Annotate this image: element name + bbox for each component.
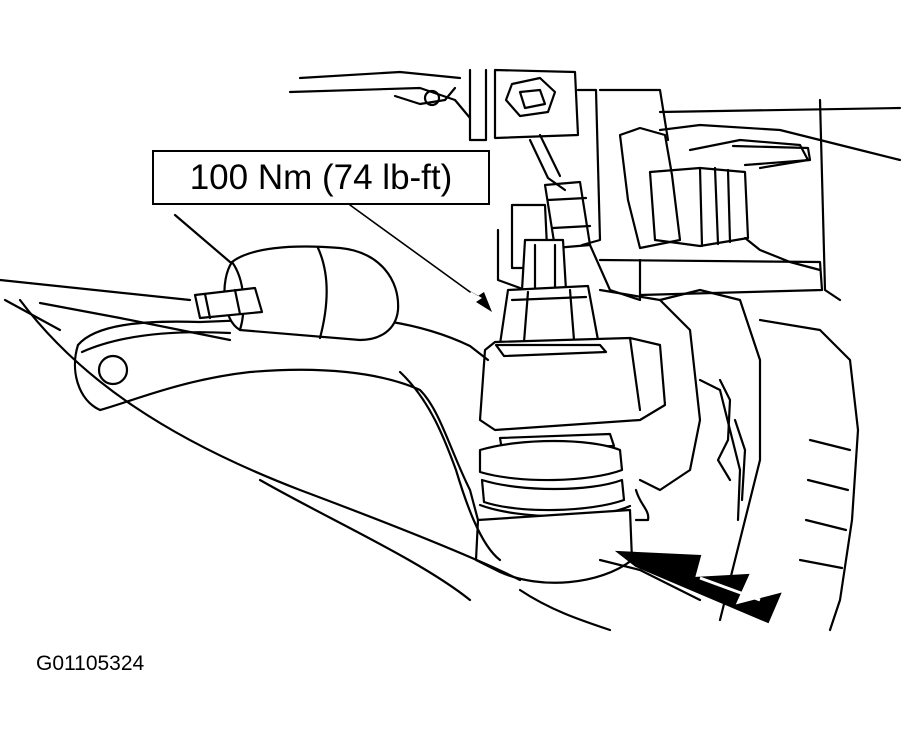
- frame-structure: [288, 68, 902, 302]
- castle-nut: [498, 238, 600, 346]
- tie-rod-end-housing: [474, 336, 667, 584]
- figure-id: G01105324: [36, 652, 145, 675]
- lower-structure: [0, 213, 702, 632]
- sensor-assembly: [618, 126, 822, 272]
- adjusting-sleeve: [193, 245, 400, 342]
- callout-leader-line: [349, 204, 471, 293]
- arrow-icon: [614, 550, 782, 624]
- bracket: [496, 180, 824, 302]
- arrow-icon: [460, 285, 492, 312]
- knuckle-casting: [598, 288, 860, 632]
- tie-rod-arm: [73, 315, 502, 562]
- torque-callout: 100 Nm (74 lb-ft): [152, 150, 490, 205]
